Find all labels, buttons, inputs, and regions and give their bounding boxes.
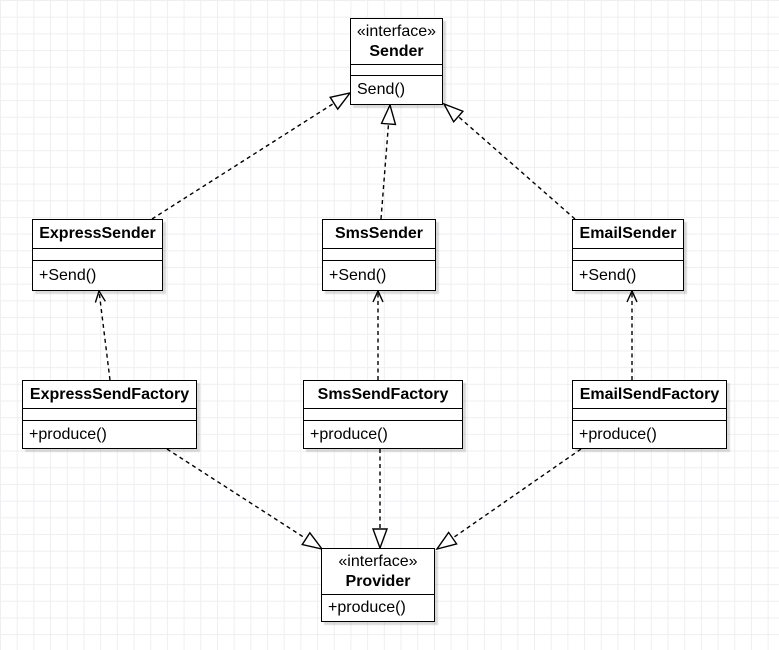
class-title: SmsSendFactory [304,381,462,409]
methods-compartment: +Send() [573,261,683,290]
method-label: +produce() [328,599,406,616]
method-label: +produce() [29,425,107,443]
realization-edge-emailsender-to-sender[interactable] [442,102,576,220]
class-name: ExpressSendFactory [29,385,190,403]
attributes-compartment [351,65,442,76]
class-title: ExpressSender [33,220,162,249]
uml-class-email-sender[interactable]: EmailSender +Send() [572,219,684,291]
realization-edge-expresssendfactory-to-provider[interactable] [166,448,324,551]
method-label: +Send() [579,266,637,284]
class-title: ExpressSendFactory [23,381,196,409]
method-label: +Send() [39,266,97,284]
methods-compartment: +Send() [33,261,162,290]
class-title: «interface» Provider [322,549,434,595]
class-title: EmailSendFactory [573,381,726,409]
uml-class-sender[interactable]: «interface» Sender Send() [350,18,443,105]
class-name: Sender [369,42,424,60]
methods-compartment: +produce() [322,595,434,621]
class-name: SmsSender [334,225,424,242]
realization-edge-smssender-to-sender[interactable] [380,102,397,220]
attributes-compartment [33,249,162,261]
uml-class-sms-sender[interactable]: SmsSender +Send() [322,219,436,291]
class-title: SmsSender [323,220,435,249]
methods-compartment: Send() [351,76,442,104]
attributes-compartment [23,409,196,421]
methods-compartment: +produce() [23,421,196,448]
method-label: +produce() [579,425,657,443]
realization-edge-expresssender-to-sender[interactable] [151,91,352,220]
attributes-compartment [323,249,435,261]
stereotype-label: «interface» [356,22,437,40]
attributes-compartment [573,409,726,421]
class-name: Provider [345,572,411,590]
class-name: EmailSendFactory [579,385,720,403]
methods-compartment: +Send() [323,261,435,290]
uml-class-express-sender[interactable]: ExpressSender +Send() [32,219,163,291]
dependency-edge-expresssendfactory-to-expresssender[interactable] [94,289,111,381]
method-label: +Send() [329,266,387,284]
attributes-compartment [304,409,462,421]
attributes-compartment [573,249,683,261]
method-label: Send() [357,81,406,98]
uml-class-provider[interactable]: «interface» Provider +produce() [321,548,435,622]
method-label: +produce() [310,425,388,443]
methods-compartment: +produce() [304,421,462,448]
uml-class-email-send-factory[interactable]: EmailSendFactory +produce() [572,380,727,449]
methods-compartment: +produce() [573,421,726,448]
class-title: EmailSender [573,220,683,249]
stereotype-label: «interface» [338,552,418,570]
class-name: ExpressSender [39,225,156,242]
class-name: EmailSender [579,225,677,242]
uml-class-express-send-factory[interactable]: ExpressSendFactory +produce() [22,380,197,449]
class-title: «interface» Sender [351,19,442,65]
realization-edge-emailsendfactory-to-provider[interactable] [435,448,582,551]
class-name: SmsSendFactory [317,385,449,403]
uml-class-sms-send-factory[interactable]: SmsSendFactory +produce() [303,380,463,449]
